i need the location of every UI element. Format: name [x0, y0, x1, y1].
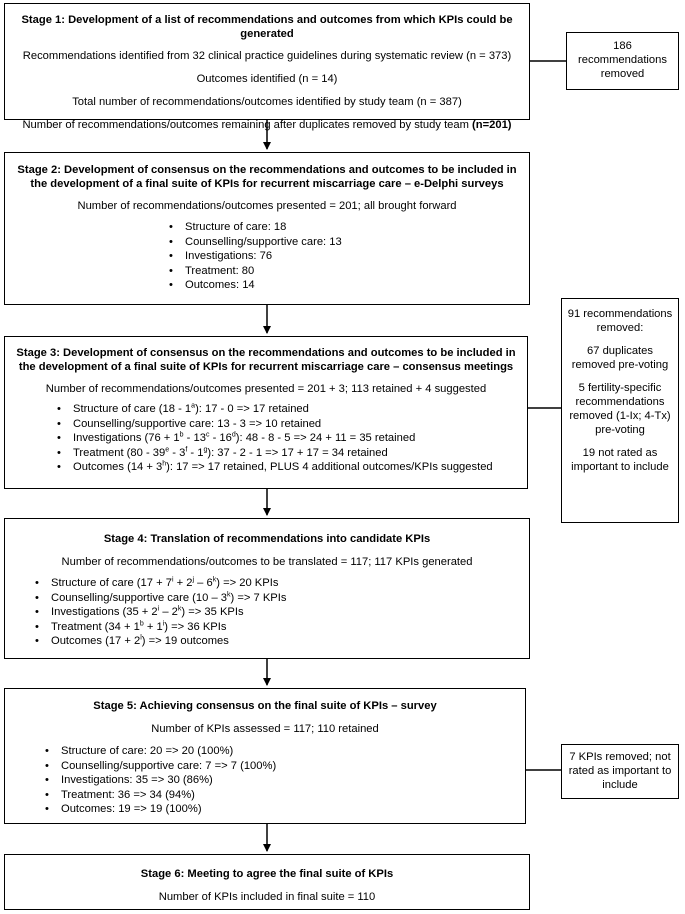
side3-line-4: 19 not rated as important to include: [571, 447, 669, 473]
list-item: Investigations (35 + 2i – 2k) => 35 KPIs: [29, 605, 523, 620]
list-item: Treatment: 36 => 34 (94%): [39, 788, 519, 803]
footnote-marker: i: [171, 576, 174, 584]
footnote-marker: i: [162, 620, 165, 628]
stage1-line-4-text: Number of recommendations/outcomes remai…: [22, 119, 469, 131]
footnote-marker: f: [185, 446, 188, 454]
list-item: Investigations (76 + 1b - 13c - 16d): 48…: [51, 431, 521, 446]
stage2-summary: Number of recommendations/outcomes prese…: [77, 200, 457, 212]
stage5-box: Stage 5: Achieving consensus on the fina…: [4, 688, 526, 824]
side5-text: 7 KPIs removed; not rated as important t…: [568, 751, 672, 791]
stage2-box: Stage 2: Development of consensus on the…: [4, 152, 530, 305]
stage4-summary: Number of recommendations/outcomes to be…: [61, 556, 473, 568]
list-item: Treatment (34 + 1b + 1i) => 36 KPIs: [29, 620, 523, 635]
footnote-marker: c: [205, 431, 210, 439]
stage6-box: Stage 6: Meeting to agree the final suit…: [4, 854, 530, 910]
stage3-list: Structure of care (18 - 1a): 17 - 0 => 1…: [51, 402, 521, 475]
list-item: Counselling/supportive care: 13 - 3 => 1…: [51, 417, 521, 432]
stage1-line-4: Number of recommendations/outcomes remai…: [9, 118, 525, 132]
list-item: Investigations: 35 => 30 (86%): [39, 773, 519, 788]
stage3-box: Stage 3: Development of consensus on the…: [4, 336, 528, 489]
stage1-line-3: Total number of recommendations/outcomes…: [72, 96, 462, 108]
stage4-title: Stage 4: Translation of recommendations …: [103, 533, 431, 545]
footnote-marker: j: [192, 576, 195, 584]
list-item: Counselling/supportive care: 13: [163, 235, 523, 250]
list-item: Counselling/supportive care (10 – 3k) =>…: [29, 591, 523, 606]
stage3-title: Stage 3: Development of consensus on the…: [16, 347, 516, 373]
stage5-title: Stage 5: Achieving consensus on the fina…: [93, 700, 437, 712]
stage4-list: Structure of care (17 + 7i + 2j – 6k) =>…: [29, 576, 523, 649]
footnote-marker: k: [212, 576, 217, 584]
list-item: Structure of care: 20 => 20 (100%): [39, 744, 519, 759]
list-item: Outcomes: 14: [163, 278, 523, 293]
stage6-title: Stage 6: Meeting to agree the final suit…: [140, 868, 394, 880]
list-item: Outcomes (14 + 3h): 17 => 17 retained, P…: [51, 460, 521, 475]
list-item: Outcomes (17 + 2l) => 19 outcomes: [29, 634, 523, 649]
footnote-marker: k: [227, 590, 231, 598]
footnote-marker: d: [231, 431, 236, 439]
footnote-marker: g: [203, 446, 208, 454]
footnote-marker: a: [191, 402, 196, 410]
side1-box: 186 recommendations removed: [566, 32, 679, 90]
list-item: Structure of care (18 - 1a): 17 - 0 => 1…: [51, 402, 521, 417]
footnote-marker: h: [162, 460, 167, 468]
stage1-title: Stage 1: Development of a list of recomm…: [21, 14, 513, 40]
side3-line-1: 91 recommendations removed:: [567, 308, 673, 334]
list-item: Counselling/supportive care: 7 => 7 (100…: [39, 759, 519, 774]
side3-line-3: 5 fertility-specific recommendations rem…: [569, 382, 671, 436]
stage3-summary: Number of recommendations/outcomes prese…: [45, 383, 487, 395]
side1-text: recommendations removed: [578, 54, 667, 80]
list-item: Structure of care (17 + 7i + 2j – 6k) =>…: [29, 576, 523, 591]
side5-box: 7 KPIs removed; not rated as important t…: [561, 744, 679, 799]
stage4-box: Stage 4: Translation of recommendations …: [4, 518, 530, 659]
stage5-list: Structure of care: 20 => 20 (100%) Couns…: [39, 744, 519, 817]
stage2-list: Structure of care: 18 Counselling/suppor…: [163, 220, 523, 293]
stage2-title: Stage 2: Development of consensus on the…: [17, 164, 517, 190]
footnote-marker: b: [179, 431, 184, 439]
stage6-summary: Number of KPIs included in final suite =…: [158, 891, 376, 903]
list-item: Structure of care: 18: [163, 220, 523, 235]
list-item: Investigations: 76: [163, 249, 523, 264]
list-item: Outcomes: 19 => 19 (100%): [39, 802, 519, 817]
footnote-marker: l: [140, 634, 142, 642]
side3-box: 91 recommendations removed: 67 duplicate…: [561, 298, 679, 523]
side1-count: 186: [613, 40, 632, 52]
stage5-summary: Number of KPIs assessed = 117; 110 retai…: [151, 723, 379, 735]
footnote-marker: e: [165, 446, 170, 454]
stage1-line-4-count: (n=201): [472, 119, 512, 131]
stage1-line-1: Recommendations identified from 32 clini…: [22, 50, 512, 62]
footnote-marker: b: [139, 620, 144, 628]
list-item: Treatment: 80: [163, 264, 523, 279]
footnote-marker: i: [157, 605, 160, 613]
footnote-marker: k: [177, 605, 182, 613]
stage1-line-2: Outcomes identified (n = 14): [196, 73, 338, 85]
side3-line-2: 67 duplicates removed pre-voting: [571, 345, 669, 371]
list-item: Treatment (80 - 39e - 3f - 1g): 37 - 2 -…: [51, 446, 521, 461]
stage1-box: Stage 1: Development of a list of recomm…: [4, 3, 530, 131]
